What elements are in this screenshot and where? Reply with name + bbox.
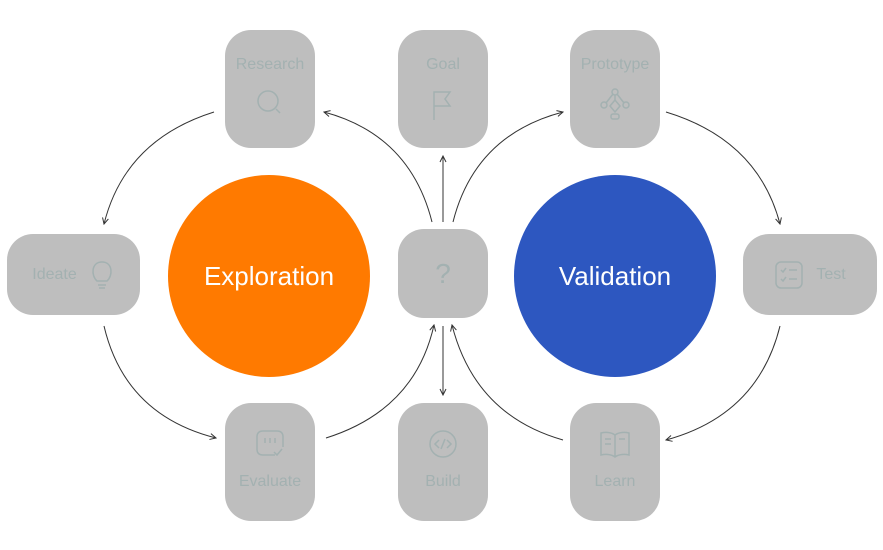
arrow-question-research xyxy=(324,112,433,223)
arrow-research-ideate xyxy=(104,111,215,224)
node-evaluate[interactable]: Evaluate xyxy=(225,403,315,521)
arrow-prototype-test xyxy=(665,111,780,224)
build-label: Build xyxy=(425,473,461,490)
node-goal[interactable]: Goal xyxy=(398,30,488,148)
node-ideate[interactable]: Ideate xyxy=(7,234,140,315)
arrow-ideate-evaluate xyxy=(103,325,216,438)
exploration-hub: Exploration xyxy=(168,175,370,377)
research-label: Research xyxy=(235,56,305,73)
arrow-test-learn xyxy=(666,325,781,440)
arrow-evaluate-question xyxy=(325,325,434,439)
code-icon xyxy=(428,429,458,459)
book-icon xyxy=(599,429,631,459)
node-build[interactable]: Build xyxy=(398,403,488,521)
search-icon xyxy=(255,88,285,118)
learn-label: Learn xyxy=(594,473,636,490)
node-test[interactable]: Test xyxy=(743,234,877,315)
ideate-label: Ideate xyxy=(32,265,77,283)
node-learn[interactable]: Learn xyxy=(570,403,660,521)
evaluate-icon xyxy=(255,429,285,459)
node-question[interactable]: ? xyxy=(398,229,488,318)
arrow-learn-question xyxy=(452,325,564,441)
test-label: Test xyxy=(816,265,846,283)
node-prototype[interactable]: Prototype xyxy=(570,30,660,148)
evaluate-label: Evaluate xyxy=(238,473,302,490)
validation-hub: Validation xyxy=(514,175,716,377)
arrow-question-prototype xyxy=(452,112,563,223)
lightbulb-icon xyxy=(89,259,115,291)
prototype-label: Prototype xyxy=(580,56,650,73)
flag-icon xyxy=(428,88,458,122)
prototype-icon xyxy=(599,88,631,122)
checklist-icon xyxy=(774,260,804,290)
validation-label: Validation xyxy=(558,260,672,291)
node-research[interactable]: Research xyxy=(225,30,315,148)
goal-label: Goal xyxy=(426,56,460,73)
exploration-label: Exploration xyxy=(203,260,335,291)
question-label: ? xyxy=(435,257,451,289)
